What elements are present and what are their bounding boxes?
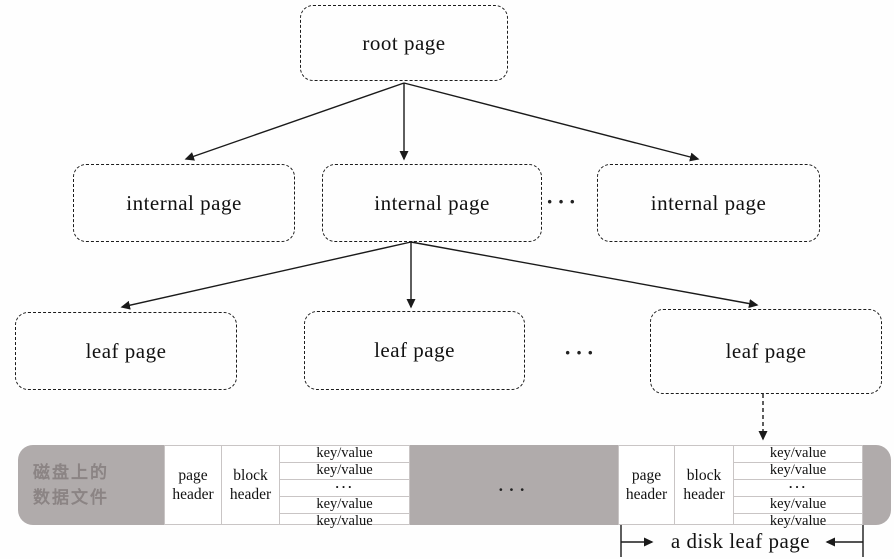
- leaf-page-node-2: leaf page: [304, 311, 525, 390]
- arrow-root-to-internal-3: [403, 82, 700, 162]
- key-value-row: key/value: [280, 497, 409, 514]
- key-value-column-2: key/value key/value ··· key/value key/va…: [733, 445, 863, 529]
- key-value-row: key/value: [734, 463, 862, 480]
- disk-right-end-cap: [863, 445, 891, 525]
- disk-file-gray-block: 磁盘上的 数据文件: [18, 445, 164, 525]
- key-value-row: key/value: [280, 446, 409, 463]
- page-header-cell-2: page header: [618, 445, 675, 525]
- key-value-row: key/value: [734, 446, 862, 463]
- key-value-row: key/value: [280, 463, 409, 480]
- key-value-column-1: key/value key/value ··· key/value key/va…: [279, 445, 410, 529]
- leaf-row-ellipsis: ···: [564, 340, 599, 365]
- arrow-internal-to-leaf-3: [410, 241, 759, 308]
- key-value-row: key/value: [734, 497, 862, 514]
- disk-file-label-line2: 数据文件: [33, 488, 109, 507]
- page-header-cell-1: page header: [164, 445, 222, 525]
- internal-row-ellipsis: ···: [546, 189, 581, 214]
- root-page-node: root page: [300, 5, 508, 81]
- key-value-row: key/value: [316, 513, 373, 529]
- disk-file-label-line1: 磁盘上的: [33, 463, 109, 482]
- key-value-row: key/value: [769, 513, 827, 529]
- key-value-ellipsis-row: ···: [734, 480, 862, 497]
- disk-leaf-page-annotation: a disk leaf page: [670, 529, 811, 553]
- block-header-cell-1: block header: [221, 445, 280, 525]
- leaf-page-node-1: leaf page: [15, 312, 237, 390]
- arrow-root-to-internal-1: [184, 82, 405, 161]
- block-header-cell-2: block header: [674, 445, 734, 525]
- disk-file-label: 磁盘上的 数据文件: [18, 460, 109, 510]
- disk-middle-gray-block: ···: [410, 445, 618, 525]
- arrow-internal-to-leaf-1: [120, 241, 412, 310]
- internal-page-node-3: internal page: [597, 164, 820, 242]
- disk-middle-ellipsis: ···: [497, 480, 530, 499]
- key-value-ellipsis-row: ···: [280, 480, 409, 497]
- internal-page-node-2: internal page: [322, 164, 542, 242]
- leaf-page-node-3: leaf page: [650, 309, 882, 394]
- internal-page-node-1: internal page: [73, 164, 295, 242]
